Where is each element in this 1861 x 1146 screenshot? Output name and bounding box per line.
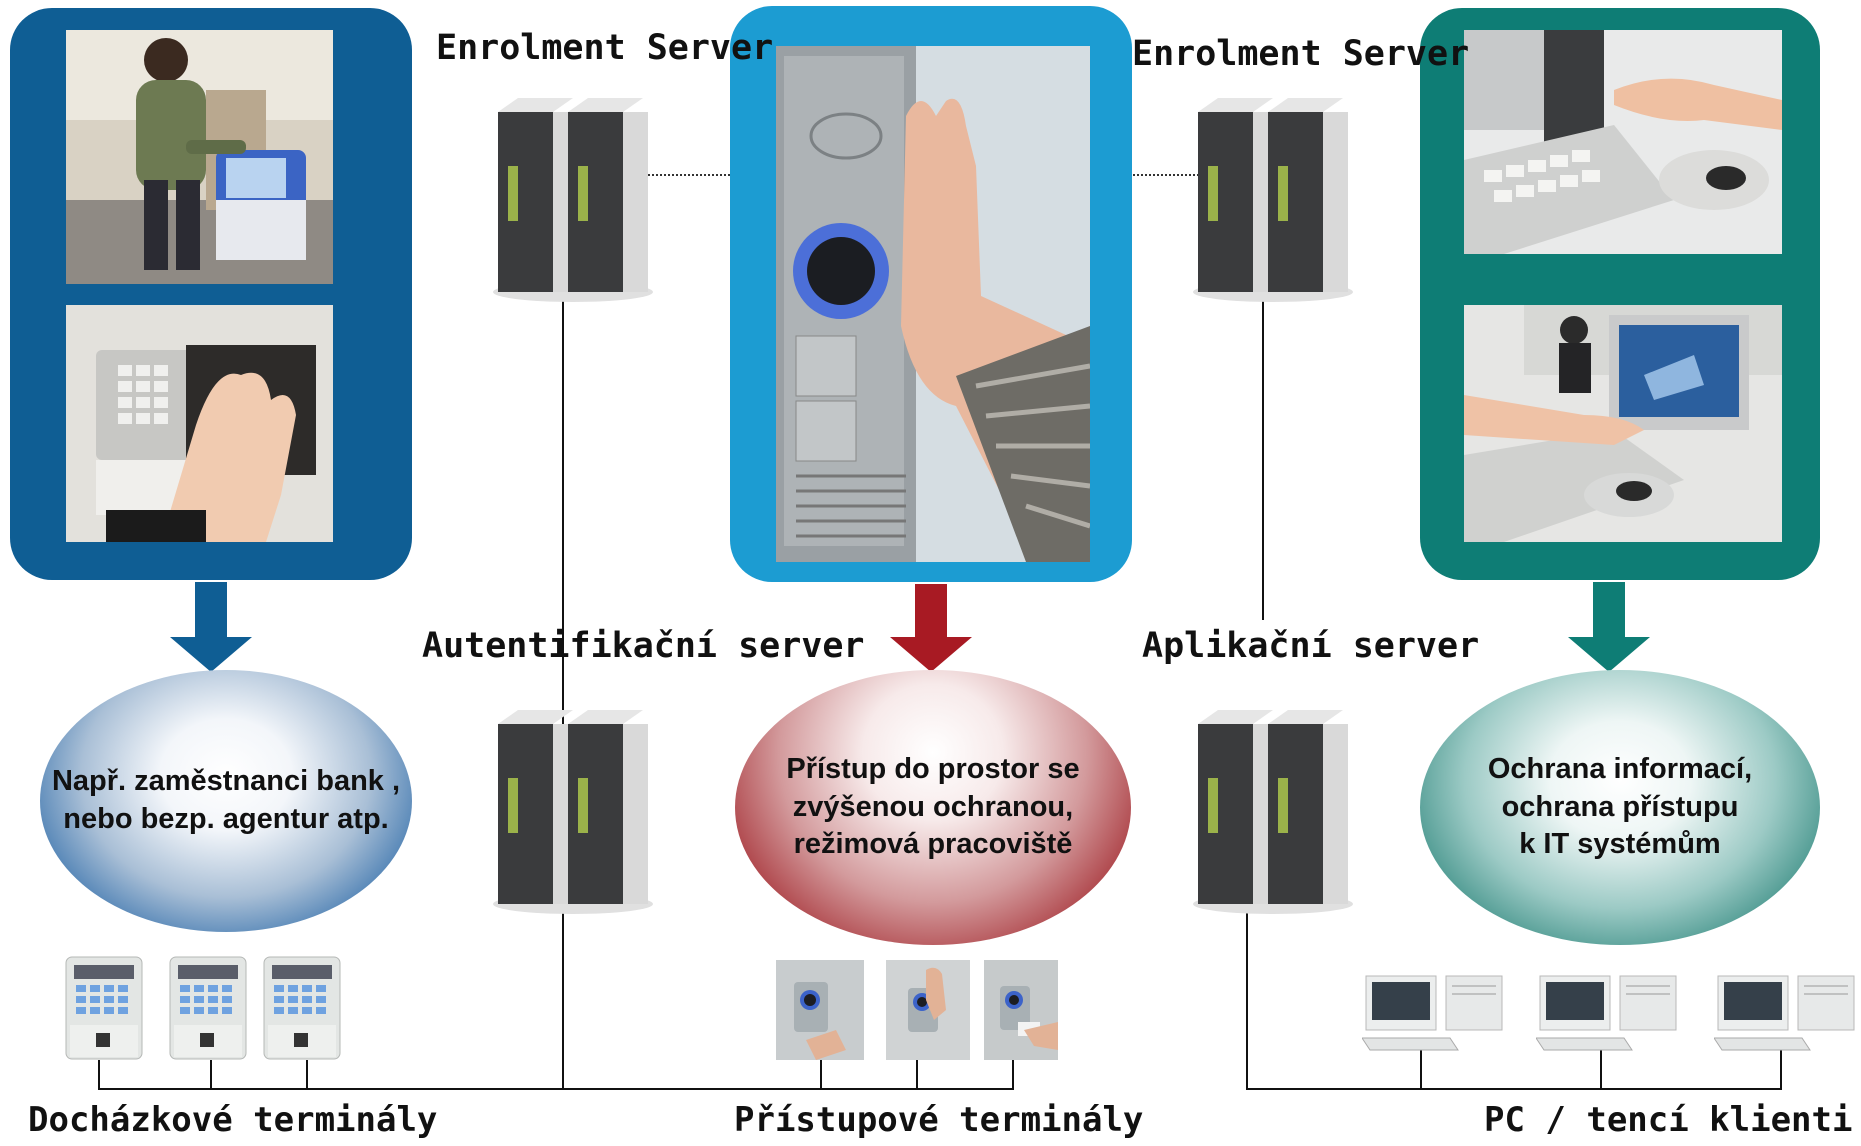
drop-line [210, 1060, 212, 1088]
ellipse-information-protection: Ochrana informací, ochrana přístupu k IT… [1420, 670, 1820, 945]
network-bus-left [98, 1088, 1014, 1090]
drop-line [306, 1060, 308, 1088]
attendance-terminal-icon [263, 956, 341, 1060]
application-server-label: Aplikační server [1142, 626, 1480, 666]
attendance-terminal-icon [65, 956, 143, 1060]
photo-enrolment-kiosk [66, 30, 333, 284]
pc-client-icon [1714, 975, 1855, 1051]
access-terminals-label: Přístupové terminály [734, 1100, 1144, 1140]
network-bus-right [1246, 1088, 1782, 1090]
drop-line [820, 1058, 822, 1088]
enrolment-server-right-icon [1193, 98, 1353, 302]
enrolment-server-left-label: Enrolment Server [436, 28, 774, 68]
drop-line [1780, 1050, 1782, 1088]
dotted-link-left [612, 174, 734, 176]
ellipse-access-areas-text: Přístup do prostor se zvýšenou ochranou,… [786, 752, 1080, 861]
application-server-icon [1193, 710, 1353, 914]
drop-line [1600, 1050, 1602, 1088]
attendance-terminal-icon [169, 956, 247, 1060]
ellipse-employees: Např. zaměstnanci bank , nebo bezp. agen… [40, 670, 412, 932]
ellipse-information-protection-text: Ochrana informací, ochrana přístupu k IT… [1487, 752, 1753, 861]
attendance-terminals-label: Docházkové terminály [28, 1100, 438, 1140]
dotted-link-right [1130, 174, 1210, 176]
network-line-auth-vertical [562, 290, 564, 1090]
photo-palm-door-reader [776, 46, 1090, 562]
arrow-down-right [1568, 582, 1650, 672]
photo-palm-mouse-keyboard [1464, 30, 1782, 254]
photo-palm-terminal-keypad [66, 305, 333, 542]
access-terminal-icon [886, 960, 970, 1060]
ellipse-access-areas: Přístup do prostor se zvýšenou ochranou,… [735, 670, 1131, 945]
network-line-app-down [1246, 905, 1248, 1090]
drop-line [916, 1058, 918, 1088]
drop-line [98, 1060, 100, 1088]
authentication-server-icon [493, 710, 653, 914]
pc-client-icon [1362, 975, 1503, 1051]
photo-palm-pc-workstation [1464, 305, 1782, 542]
access-terminal-icon [776, 960, 864, 1060]
access-terminal-icon [984, 960, 1058, 1060]
pc-clients-label: PC / tencí klienti [1484, 1100, 1853, 1140]
ellipse-employees-text: Např. zaměstnanci bank , nebo bezp. agen… [51, 765, 401, 835]
pc-client-icon [1536, 975, 1677, 1051]
authentication-server-label: Autentifikační server [422, 626, 865, 666]
drop-line [1420, 1050, 1422, 1088]
arrow-down-left [170, 582, 252, 672]
network-line-app-vertical [1262, 290, 1264, 620]
enrolment-server-left-icon [493, 98, 653, 302]
drop-line [1012, 1058, 1014, 1088]
arrow-down-middle [890, 584, 972, 672]
enrolment-server-right-label: Enrolment Server [1132, 34, 1470, 74]
